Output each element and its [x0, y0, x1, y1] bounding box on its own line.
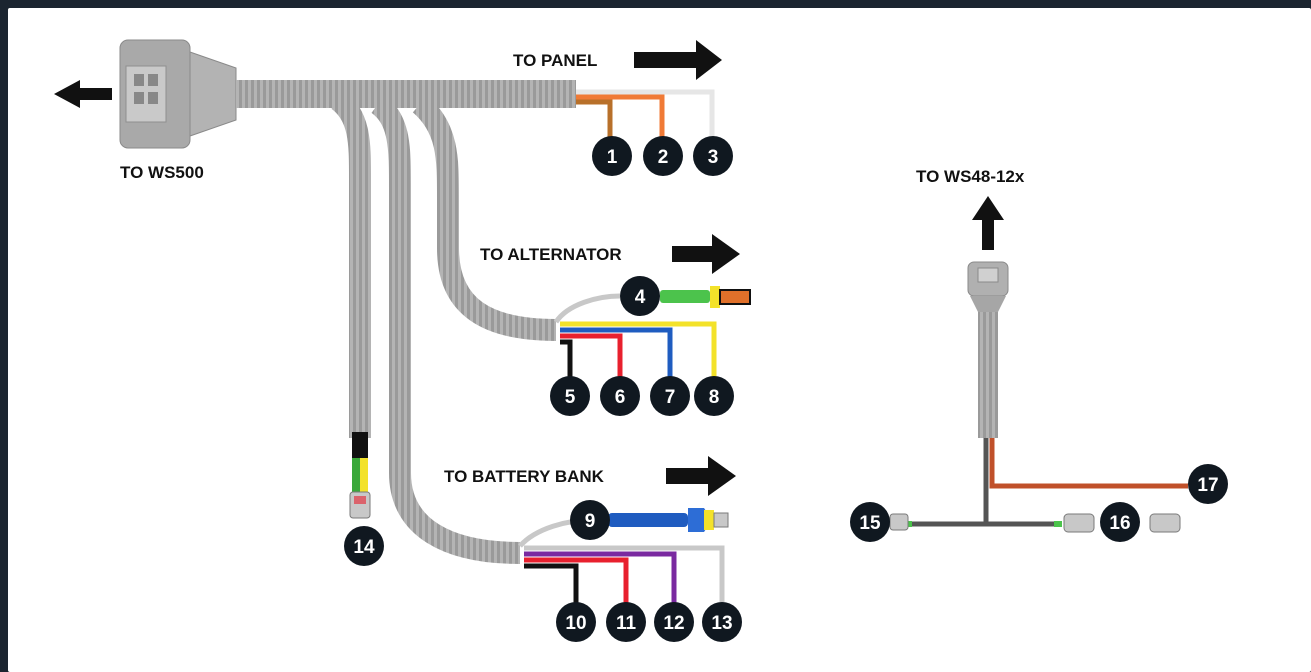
label-to-battery-bank: TO BATTERY BANK — [444, 467, 605, 486]
badge-15: 15 — [850, 502, 890, 542]
arrow-right-icon — [672, 234, 740, 274]
alternator-plug — [660, 286, 751, 308]
svg-text:16: 16 — [1109, 513, 1130, 534]
branch-cable-alternator — [412, 95, 557, 341]
badge-12: 12 — [654, 602, 694, 642]
svg-text:4: 4 — [635, 287, 646, 308]
badge-3: 3 — [693, 136, 733, 176]
battery-plug — [608, 508, 729, 532]
diagram-canvas: TO WS500 TO PANEL 1 2 3 TO ALTERNATOR 4 … — [8, 8, 1311, 672]
svg-text:15: 15 — [859, 513, 881, 534]
badge-8: 8 — [694, 376, 734, 416]
arrow-up-icon — [972, 196, 1004, 250]
badge-2: 2 — [643, 136, 683, 176]
svg-text:7: 7 — [665, 387, 676, 408]
svg-text:1: 1 — [607, 147, 618, 168]
badge-11: 11 — [606, 602, 646, 642]
svg-text:8: 8 — [709, 387, 720, 408]
svg-text:13: 13 — [711, 613, 732, 634]
svg-text:17: 17 — [1197, 475, 1218, 496]
wiring-diagram: TO WS500 TO PANEL 1 2 3 TO ALTERNATOR 4 … — [54, 39, 1228, 642]
alternator-wires — [553, 293, 717, 380]
terminal-15 — [889, 513, 909, 531]
badge-16: 16 — [1100, 502, 1140, 542]
svg-text:9: 9 — [585, 511, 596, 532]
label-to-ws500: TO WS500 — [120, 163, 204, 182]
label-to-alternator: TO ALTERNATOR — [480, 245, 622, 264]
ws48-wires — [905, 438, 1188, 527]
branch-14-connector — [349, 432, 371, 519]
ws500-connector — [119, 39, 237, 149]
svg-text:14: 14 — [353, 537, 375, 558]
badge-10: 10 — [556, 602, 596, 642]
badge-7: 7 — [650, 376, 690, 416]
svg-text:2: 2 — [658, 147, 669, 168]
svg-text:6: 6 — [615, 387, 626, 408]
branch-cable-battery — [370, 95, 521, 564]
badge-6: 6 — [600, 376, 640, 416]
badge-9: 9 — [570, 500, 610, 540]
battery-wires — [518, 517, 725, 612]
label-to-ws48: TO WS48-12x — [916, 167, 1025, 186]
svg-text:3: 3 — [708, 147, 719, 168]
terminal-16b — [1149, 513, 1181, 533]
badge-1: 1 — [592, 136, 632, 176]
panel-wires — [576, 89, 715, 148]
svg-text:5: 5 — [565, 387, 576, 408]
svg-text:10: 10 — [565, 613, 586, 634]
arrow-left-icon — [54, 80, 112, 108]
terminal-16a — [1063, 513, 1095, 533]
badge-13: 13 — [702, 602, 742, 642]
badge-4: 4 — [620, 276, 660, 316]
svg-text:11: 11 — [616, 613, 637, 634]
label-to-panel: TO PANEL — [513, 51, 597, 70]
badge-14: 14 — [344, 526, 384, 566]
branch-cable-14 — [330, 91, 371, 438]
arrow-right-icon — [634, 40, 722, 80]
ws48-connector — [967, 261, 1009, 312]
svg-text:12: 12 — [663, 613, 684, 634]
badge-17: 17 — [1188, 464, 1228, 504]
badge-5: 5 — [550, 376, 590, 416]
arrow-right-icon — [666, 456, 736, 496]
